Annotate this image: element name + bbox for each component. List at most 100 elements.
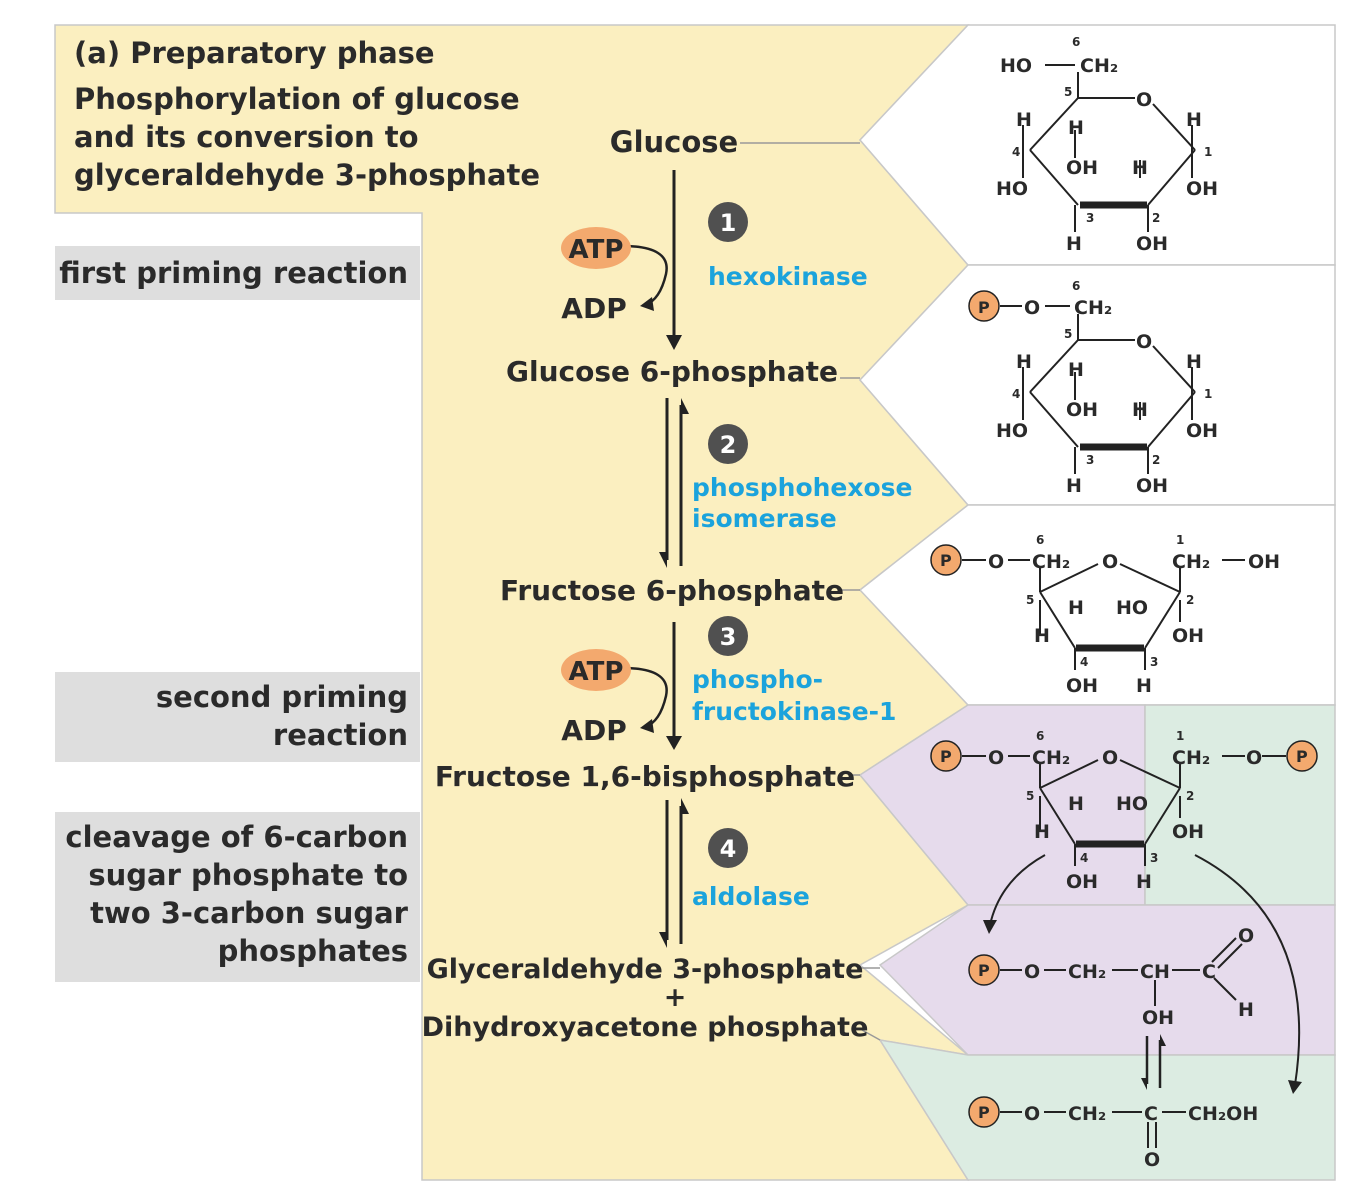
svg-text:4: 4: [1012, 387, 1020, 401]
step-circle-1: [708, 202, 748, 242]
svg-text:O: O: [1246, 747, 1262, 769]
structure-fbp: P P O CH₂ O CH₂ O H HO H OH OH H 6 1 5 2…: [930, 729, 1318, 1094]
label-first-priming: first priming reaction: [59, 256, 408, 290]
step-number-3: 3: [720, 623, 737, 651]
subtitle-line-2: and its conversion to: [74, 120, 419, 154]
svg-text:P: P: [1296, 747, 1308, 766]
svg-text:4: 4: [1012, 145, 1020, 159]
svg-text:1: 1: [1204, 387, 1212, 401]
step-circle-2: [708, 424, 748, 464]
svg-text:H: H: [1034, 821, 1050, 843]
svg-text:6: 6: [1036, 729, 1044, 743]
svg-text:2: 2: [1152, 211, 1160, 225]
svg-text:O: O: [1102, 747, 1118, 769]
svg-text:P: P: [978, 1103, 990, 1122]
svg-text:O: O: [988, 747, 1004, 769]
adp-label-2: ADP: [561, 714, 626, 747]
plus-sign: +: [664, 982, 687, 1013]
svg-text:2: 2: [1186, 593, 1194, 607]
enzyme-hexokinase: hexokinase: [708, 262, 868, 291]
svg-text:H: H: [1136, 675, 1152, 697]
panel-fbp-green: [1144, 704, 1336, 906]
svg-text:CH₂: CH₂: [1068, 961, 1106, 983]
svg-text:6: 6: [1072, 279, 1080, 293]
svg-text:CH: CH: [1140, 961, 1170, 983]
cofactor-arrows: [621, 244, 668, 729]
panel-gap: [878, 904, 1336, 1056]
svg-text:3: 3: [1086, 453, 1094, 467]
svg-text:CH₂OH: CH₂OH: [1188, 1103, 1258, 1125]
glc-CH2: CH₂: [1080, 55, 1118, 77]
svg-text:H: H: [1132, 399, 1148, 421]
svg-text:P: P: [940, 747, 952, 766]
svg-text:C: C: [1202, 961, 1216, 983]
atp-oval-2: [561, 649, 631, 691]
panel-title: (a) Preparatory phase: [74, 36, 435, 70]
structure-dhap: P O CH₂ C CH₂OH O: [968, 1096, 1258, 1171]
svg-text:1: 1: [1176, 533, 1184, 547]
glc-H-2: H: [1132, 157, 1148, 179]
glc-H-4: H: [1016, 109, 1032, 131]
svg-text:6: 6: [1072, 35, 1080, 49]
panel-heading: Preparatory phase: [130, 36, 435, 70]
svg-text:OH: OH: [1248, 551, 1280, 573]
band-first-priming: [55, 246, 420, 300]
structure-f6p: P O CH₂ O CH₂ OH H HO H OH OH H 6 1 5 2 …: [930, 533, 1280, 697]
subtitle-line-3: glyceraldehyde 3-phosphate: [74, 158, 541, 192]
svg-text:OH: OH: [1186, 420, 1218, 442]
glc-HO-top: HO: [1000, 55, 1032, 77]
svg-text:5: 5: [1026, 593, 1034, 607]
svg-text:OH: OH: [1066, 675, 1098, 697]
svg-text:1: 1: [1204, 145, 1212, 159]
adp-arrowhead-1: [640, 297, 654, 311]
adp-arrowhead-2: [640, 719, 654, 733]
compound-g6p: Glucose 6-phosphate: [506, 355, 838, 388]
atp-label-2: ATP: [569, 657, 624, 687]
glc-OH-4: OH: [1066, 157, 1098, 179]
svg-text:2: 2: [1186, 789, 1194, 803]
g6p-O-link: O: [1024, 297, 1040, 319]
compound-dhap: Dihydroxyacetone phosphate: [422, 1012, 869, 1043]
structure-glucose: HO CH₂ O H H H OH H HO OH H OH 6 5 4 3 2…: [996, 35, 1218, 255]
svg-text:H: H: [1066, 475, 1082, 497]
subtitle-line-1: Phosphorylation of glucose: [74, 82, 520, 116]
svg-text:CH₂: CH₂: [1172, 747, 1210, 769]
svg-text:1: 1: [1176, 729, 1184, 743]
compound-glucose: Glucose: [610, 125, 738, 159]
svg-text:H: H: [1238, 999, 1254, 1021]
svg-text:O: O: [1144, 1149, 1160, 1171]
svg-text:3: 3: [1150, 655, 1158, 669]
svg-text:O: O: [1102, 551, 1118, 573]
compound-f6p: Fructose 6-phosphate: [500, 574, 844, 607]
svg-text:OH: OH: [1172, 625, 1204, 647]
svg-text:O: O: [1238, 925, 1254, 947]
structure-gap: P O CH₂ CH C O H OH: [968, 925, 1254, 1090]
step-number-4: 4: [720, 835, 737, 863]
glc-OH-1: OH: [1186, 178, 1218, 200]
enzyme-aldolase: aldolase: [692, 882, 810, 911]
svg-text:H: H: [1068, 793, 1084, 815]
step-circle-4: [708, 828, 748, 868]
svg-text:HO: HO: [1116, 597, 1148, 619]
svg-text:OH: OH: [1066, 871, 1098, 893]
svg-text:O: O: [988, 551, 1004, 573]
step-number-2: 2: [720, 431, 737, 459]
glc-H-5: H: [1068, 117, 1084, 139]
enzyme-phi-line1: phosphohexose: [692, 473, 913, 502]
svg-text:OH: OH: [1136, 475, 1168, 497]
band-cleavage: [55, 812, 420, 982]
label-cleavage: cleavage of 6-carbon sugar phosphate to …: [65, 820, 408, 968]
svg-text:CH₂: CH₂: [1068, 1103, 1106, 1125]
compound-fbp: Fructose 1,6-bisphosphate: [435, 760, 855, 793]
atp-oval-1: [561, 227, 631, 269]
glc-HO-left: HO: [996, 178, 1028, 200]
panel-letter: (a): [74, 36, 121, 70]
svg-text:O: O: [1024, 961, 1040, 983]
step-number-1: 1: [720, 209, 737, 237]
svg-text:OH: OH: [1066, 399, 1098, 421]
svg-text:2: 2: [1152, 453, 1160, 467]
svg-text:CH₂: CH₂: [1032, 747, 1070, 769]
compound-gap: Glyceraldehyde 3-phosphate: [427, 954, 864, 985]
band-second-priming: [55, 672, 420, 762]
